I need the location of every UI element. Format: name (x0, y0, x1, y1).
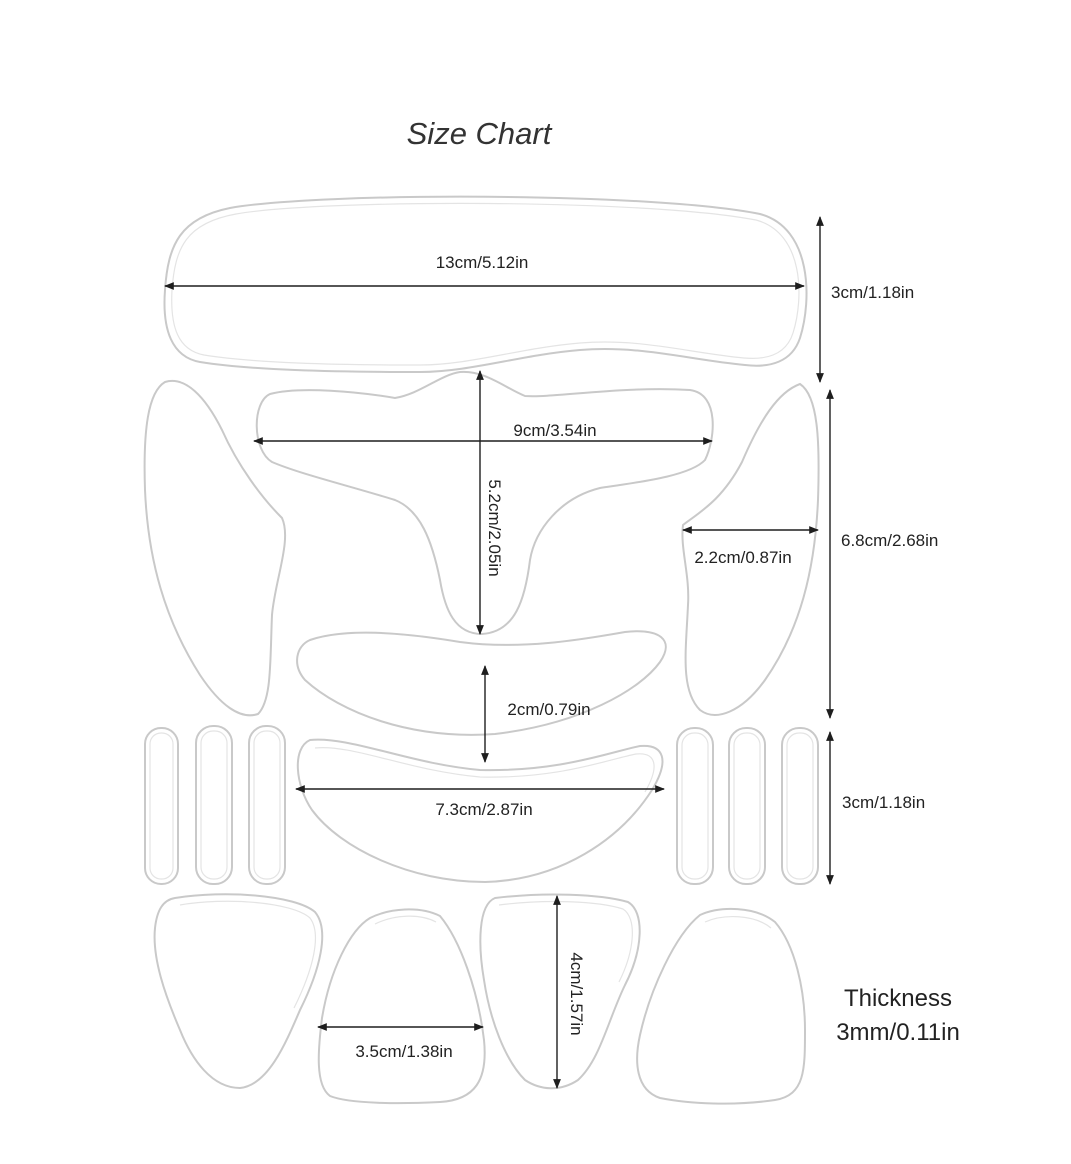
forehead-height-label: 3cm/1.18in (831, 283, 914, 302)
glabella-width-label: 9cm/3.54in (513, 421, 596, 440)
chart-title: Size Chart (407, 116, 553, 151)
glabella-height-label: 5.2cm/2.05in (485, 479, 504, 576)
side-height-label: 6.8cm/2.68in (841, 531, 938, 550)
crescent-pad-lower (296, 738, 664, 884)
thickness-label: Thickness (844, 985, 952, 1012)
crescent-pad-upper (296, 630, 667, 736)
forehead-pad (163, 195, 808, 374)
forehead-width-label: 13cm/5.12in (436, 253, 529, 272)
bottom-pad-2 (317, 908, 486, 1105)
crescent-height-label: 2cm/0.79in (507, 700, 590, 719)
right-strips (676, 727, 819, 885)
bottom-pad-3 (479, 893, 641, 1090)
triangle-height-label: 4cm/1.57in (567, 952, 586, 1035)
bottom-pad-4 (636, 907, 807, 1105)
dimension-lines (164, 216, 834, 1089)
left-side-pad (143, 379, 287, 717)
thickness-value: 3mm/0.11in (836, 1019, 960, 1046)
triangle-width-label: 3.5cm/1.38in (355, 1042, 452, 1061)
side-width-label: 2.2cm/0.87in (694, 548, 791, 567)
right-side-pad (681, 382, 820, 716)
strip-height-label: 3cm/1.18in (842, 793, 925, 812)
crescent-width-label: 7.3cm/2.87in (435, 800, 532, 819)
left-strips (144, 725, 286, 885)
bottom-pad-1 (153, 893, 324, 1090)
glabella-pad (255, 370, 714, 636)
